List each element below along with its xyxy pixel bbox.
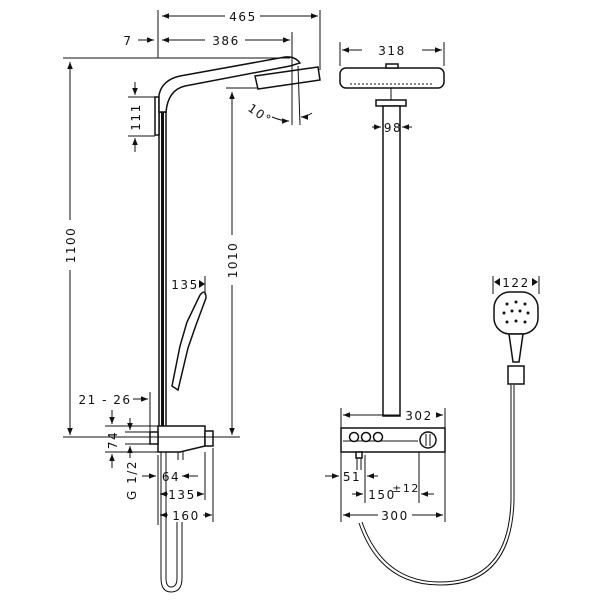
dim-64: 64	[162, 470, 180, 484]
dim-135-body: 135	[168, 488, 195, 502]
function-button	[372, 431, 384, 443]
function-button	[348, 431, 360, 443]
dim-1010: 1010	[226, 242, 240, 279]
dim-10-degrees: 10°	[245, 101, 274, 127]
handshower-front	[493, 291, 539, 385]
wall-bracket	[154, 96, 160, 136]
function-button	[360, 431, 372, 443]
front-view: 318 98 302 51 150 ±12	[325, 42, 540, 586]
thermostat-body	[149, 425, 214, 460]
dim-302: 302	[405, 409, 432, 423]
dim-160: 160	[172, 509, 199, 523]
thermostat-knob	[419, 431, 437, 449]
dim-98: 98	[384, 121, 402, 135]
thermostat-front	[340, 427, 446, 470]
dim-150: 150	[368, 488, 395, 502]
dim-1100: 1100	[64, 227, 78, 264]
hose	[160, 452, 183, 593]
dim-386: 386	[212, 34, 239, 48]
dim-300: 300	[381, 509, 408, 523]
overhead-shower-front	[339, 67, 445, 89]
front-pipe	[382, 105, 401, 417]
side-view: 465 386 7 1100 1010 111 10° 135 21 - 26	[63, 10, 321, 593]
dim-135-handshower: 135	[171, 278, 198, 292]
front-hose	[358, 385, 515, 586]
dim-g-half-inch: G 1/2	[125, 460, 139, 500]
shower-pole	[154, 96, 167, 431]
dim-7: 7	[123, 34, 132, 48]
dim-111: 111	[129, 103, 143, 130]
handshower	[171, 291, 207, 392]
dim-51: 51	[343, 470, 361, 484]
dim-122: 122	[502, 276, 529, 290]
dim-21-26: 21 - 26	[79, 393, 132, 407]
dim-150-tolerance: ±12	[392, 482, 420, 495]
dim-465: 465	[229, 10, 256, 24]
dim-318: 318	[378, 44, 405, 58]
overhead-shower-head	[254, 66, 321, 90]
shower-arm	[158, 56, 302, 113]
handshower-holder	[507, 365, 525, 385]
dim-74: 74	[106, 431, 120, 449]
